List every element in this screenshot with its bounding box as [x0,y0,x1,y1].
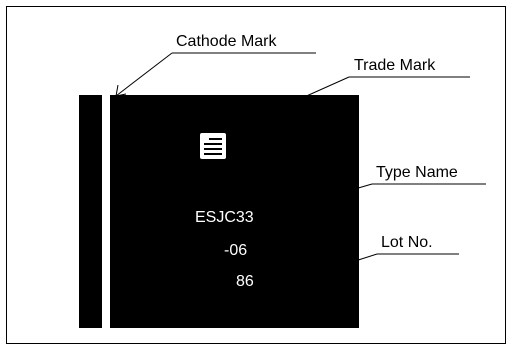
cathode-mark-arrowhead [115,84,127,97]
trade-mark-label: Trade Mark [354,57,436,74]
cathode-mark-leader [115,52,173,97]
trade-mark-arrowhead [236,118,248,130]
lot-number-line-2: 86 [236,273,254,290]
lot-no-label: Lot No. [381,234,433,251]
type-name-arrowhead [274,204,288,216]
cathode-stripe [102,95,110,328]
cathode-mark-label: Cathode Mark [176,33,277,50]
trade-mark-logo-icon [200,133,226,159]
trade-mark-leader [236,76,350,128]
type-name-label: Type Name [376,164,458,181]
lot-number-line-1: -06 [224,242,248,259]
type-name-leader [275,183,373,213]
diagram-frame [6,6,506,344]
lot-no-leader [273,253,378,288]
lot-no-arrowhead [272,278,286,291]
type-name-marking: ESJC33 [195,209,254,226]
